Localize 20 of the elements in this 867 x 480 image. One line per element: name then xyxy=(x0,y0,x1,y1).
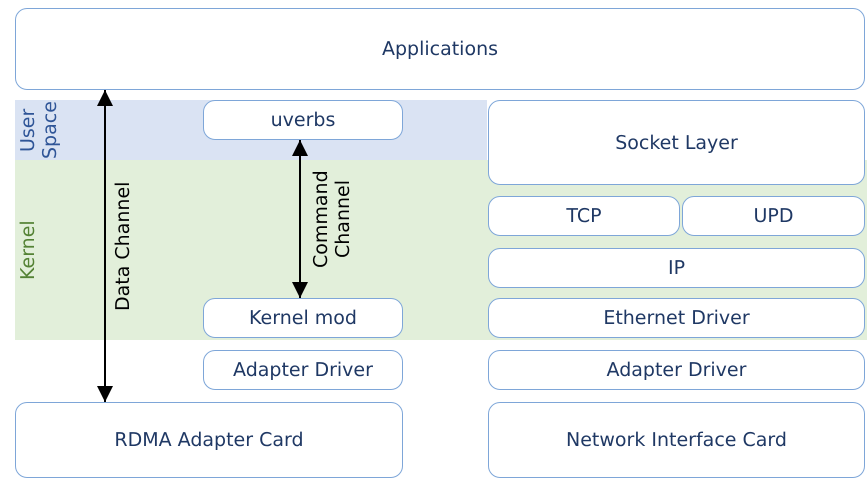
layer-box: Kernel mod xyxy=(203,298,403,338)
edge-label: Command Channel xyxy=(310,169,354,270)
layer-box: Applications xyxy=(15,8,865,90)
layer-box: Socket Layer xyxy=(488,100,865,185)
layer-box: uverbs xyxy=(203,100,403,140)
layer-band xyxy=(15,100,487,160)
layer-box: UPD xyxy=(682,196,865,236)
double-arrow xyxy=(97,90,113,402)
double-arrow xyxy=(292,140,308,298)
layer-box: IP xyxy=(488,248,865,288)
layer-box: Ethernet Driver xyxy=(488,298,865,338)
layer-box: Adapter Driver xyxy=(488,350,865,390)
layer-box: Adapter Driver xyxy=(203,350,403,390)
layer-box: RDMA Adapter Card xyxy=(15,402,403,478)
edge-label: Data Channel xyxy=(112,180,134,313)
layer-box: TCP xyxy=(488,196,680,236)
layer-band xyxy=(15,160,867,340)
layer-box: Network Interface Card xyxy=(488,402,865,478)
band-label: User Space xyxy=(17,101,61,159)
band-label: Kernel xyxy=(17,219,39,282)
